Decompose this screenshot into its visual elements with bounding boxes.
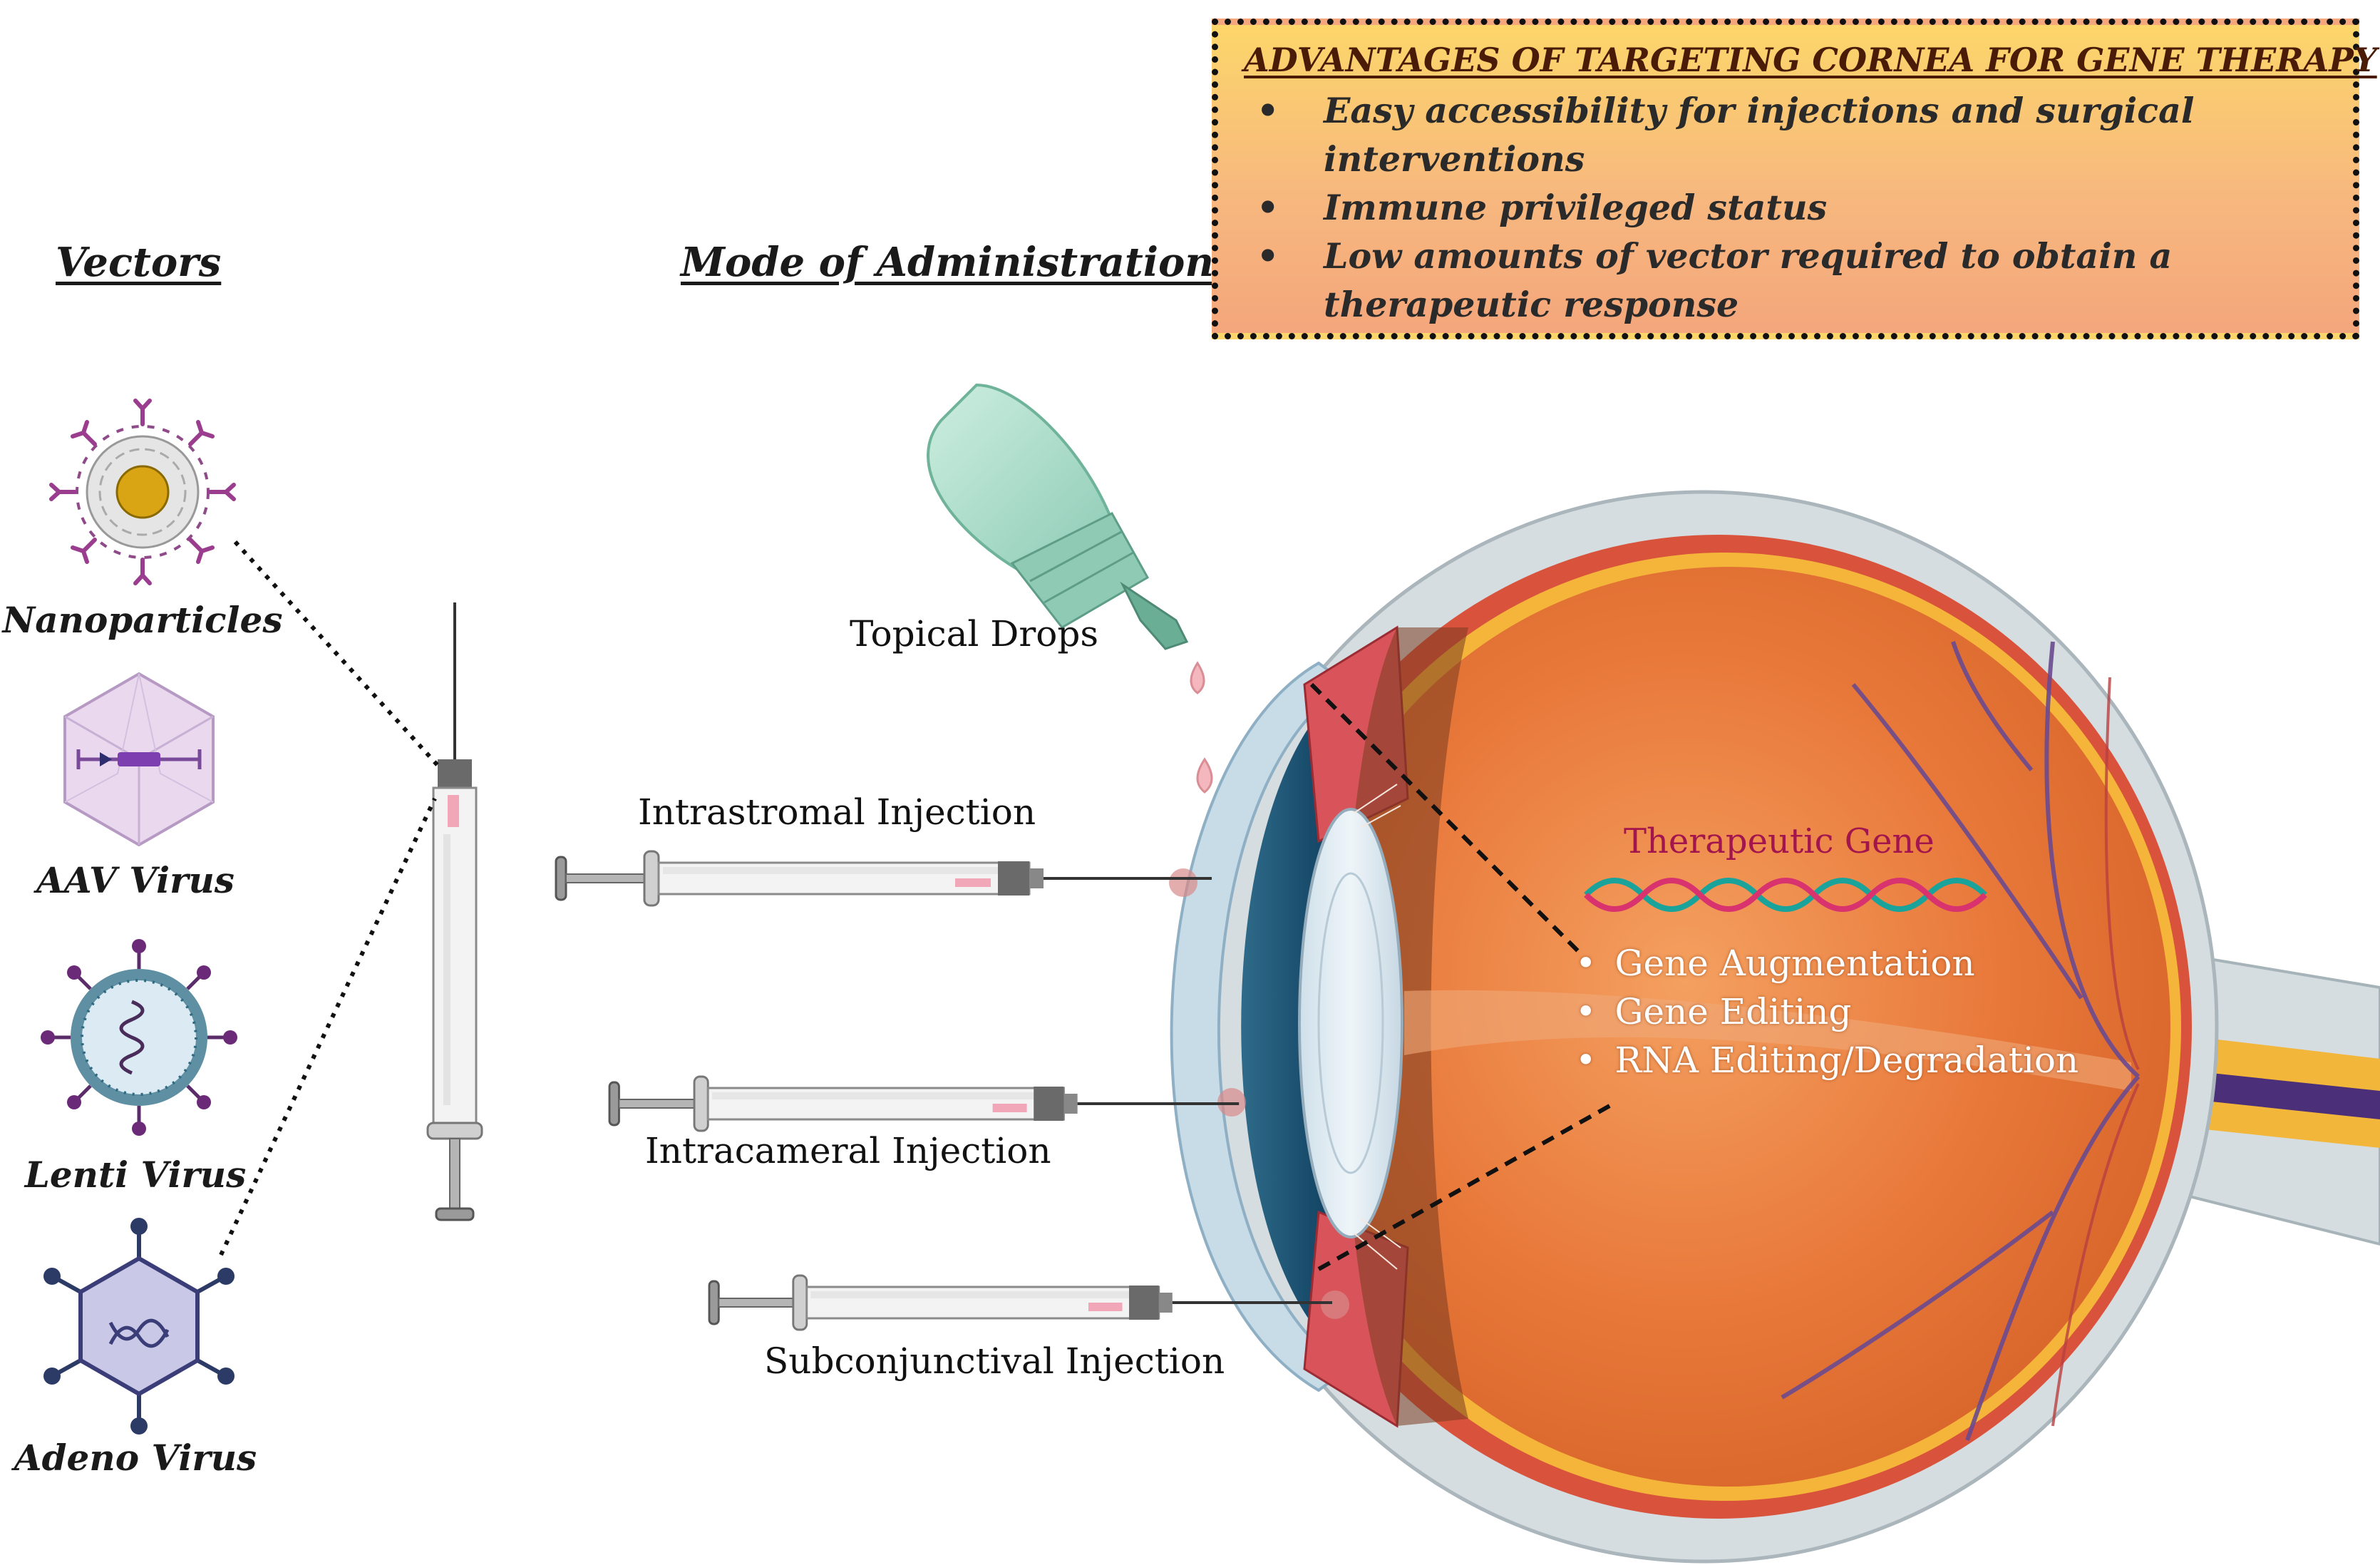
dna-helix-icon [1584,878,1987,912]
advantage-item: Immune privileged status [1244,183,2327,232]
intracameral-label: Intracameral Injection [645,1130,1051,1171]
connector-line-nanoparticles [233,540,444,772]
therapeutic-gene-label: Therapeutic Gene [1624,821,1935,861]
topical-drops-label: Topical Drops [850,613,1099,655]
vertical-syringe-icon [426,602,483,1221]
aav-virus-icon [63,672,215,847]
zoom-line-lower [1317,1103,1612,1271]
approach-gene-editing: Gene Editing [1575,991,1852,1032]
advantages-box: ADVANTAGES OF TARGETING CORNEA FOR GENE … [1212,19,2377,339]
advantage-item: Easy accessibility for injections and su… [1244,86,2327,183]
subconjunctival-target-dot [1321,1291,1349,1319]
subconjunctival-label: Subconjunctival Injection [764,1340,1225,1382]
vectors-heading: Vectors [56,239,222,286]
advantage-item: Low amounts of vector required to obtain… [1244,232,2327,329]
intrastromal-label: Intrastromal Injection [638,791,1036,833]
approach-gene-augmentation: Gene Augmentation [1575,943,1975,984]
vector-label-nanoparticles: Nanoparticles [2,599,283,641]
lenti-virus-icon [41,939,237,1136]
intrastromal-target-dot [1169,868,1197,897]
vector-label-lenti: Lenti Virus [24,1154,247,1196]
approach-rna-editing: RNA Editing/Degradation [1575,1040,2079,1081]
vector-label-adeno: Adeno Virus [14,1437,257,1479]
eye-anatomy-illustration [1170,490,2380,1564]
eye-drop-bottle-icon [927,383,1213,794]
advantages-title: ADVANTAGES OF TARGETING CORNEA FOR GENE … [1244,41,2377,79]
nanoparticle-icon [49,399,236,585]
intracameral-syringe-icon [608,1075,1241,1132]
administration-heading: Mode of Administration [681,239,1215,286]
vector-label-aav: AAV Virus [36,859,235,901]
advantages-list: Easy accessibility for injections and su… [1244,86,2327,329]
adeno-virus-icon [43,1218,235,1435]
intrastromal-syringe-icon [555,850,1213,907]
connector-line-adeno [219,797,437,1256]
